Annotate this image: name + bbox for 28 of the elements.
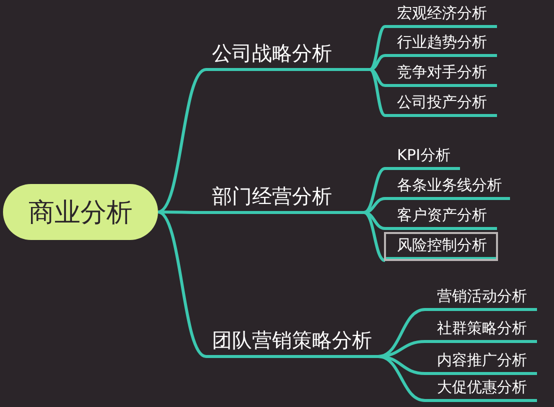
connector-curve bbox=[370, 54, 386, 71]
connector-curve bbox=[369, 25, 386, 71]
subtopic: KPI分析 bbox=[385, 143, 460, 170]
subtopic: 大促优惠分析 bbox=[425, 375, 537, 402]
subtopic: 公司投产分析 bbox=[385, 90, 497, 117]
highlighted-subtopic: 风险控制分析 bbox=[385, 233, 497, 260]
subtopic: 各条业务线分析 bbox=[385, 173, 510, 200]
connector-curve bbox=[364, 167, 386, 214]
subtopic: 内容推广分析 bbox=[425, 348, 537, 375]
subtopic: 营销活动分析 bbox=[425, 284, 537, 311]
connector-curve bbox=[378, 355, 426, 402]
connector-curve bbox=[363, 211, 386, 262]
branch-topic: 团队营销策略分析 bbox=[206, 325, 378, 358]
subtopic: 社群策略分析 bbox=[425, 316, 537, 343]
subtopic: 客户资产分析 bbox=[385, 203, 497, 230]
connector-curve bbox=[364, 197, 386, 214]
central-topic-pill: 商业分析 bbox=[3, 184, 158, 240]
connector-curve bbox=[157, 210, 207, 358]
connector-curve bbox=[378, 308, 426, 358]
subtopic: 行业趋势分析 bbox=[385, 30, 497, 57]
connector-curve bbox=[157, 68, 207, 214]
connector-curve bbox=[369, 68, 386, 117]
connector-curve bbox=[370, 68, 386, 87]
subtopic: 竞争对手分析 bbox=[385, 60, 497, 87]
connector-curve bbox=[364, 211, 386, 230]
subtopic: 宏观经济分析 bbox=[385, 1, 497, 28]
branch-topic: 部门经营分析 bbox=[206, 181, 364, 214]
branch-topic: 公司战略分析 bbox=[206, 38, 370, 71]
